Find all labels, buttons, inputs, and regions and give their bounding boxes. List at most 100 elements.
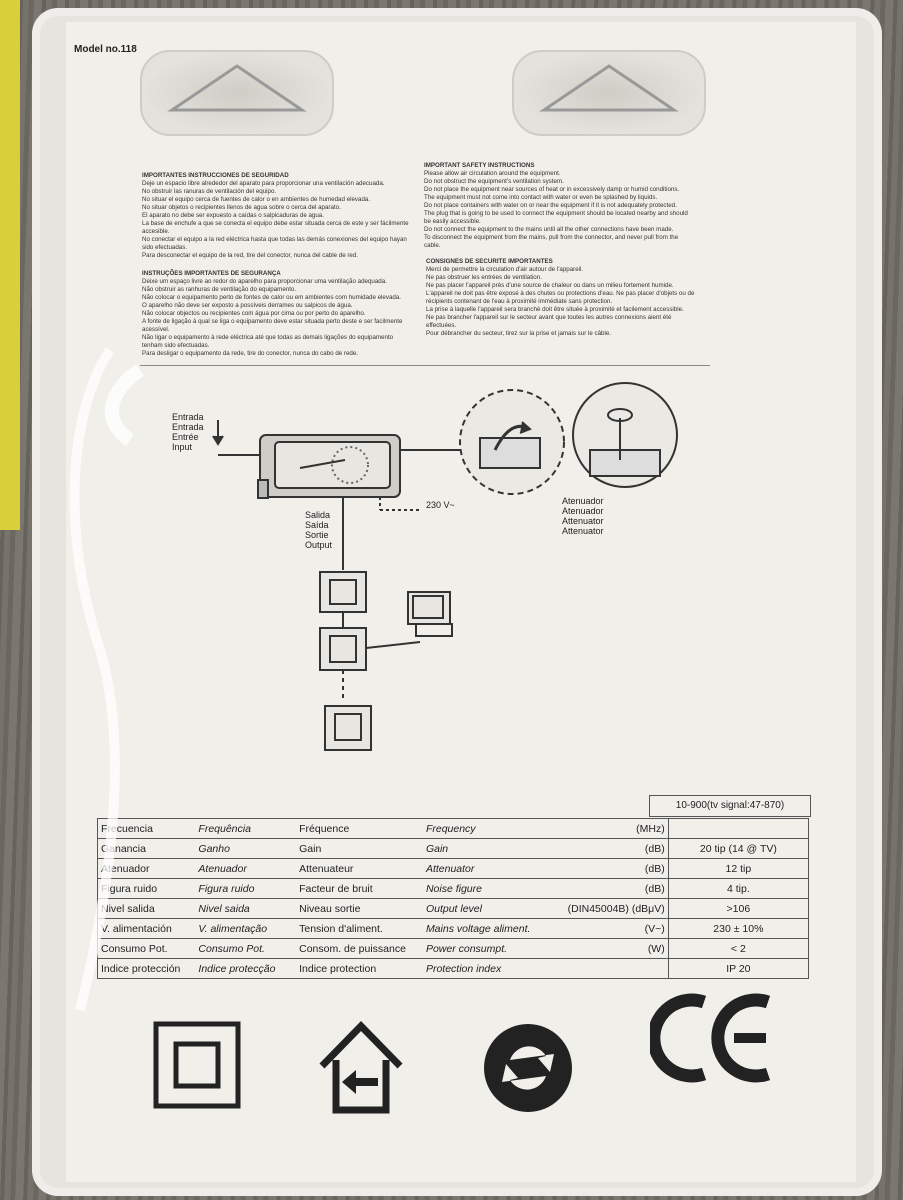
- instructions-pt-line: O aparelho não deve ser exposto a possív…: [142, 302, 353, 309]
- instructions-es-line: No situar objetos o recipientes llenos d…: [142, 204, 341, 211]
- instructions-en: IMPORTANT SAFETY INSTRUCTIONS Please all…: [424, 162, 694, 250]
- packaging-card: [66, 22, 856, 1182]
- spec-cell-fr: Indice protection: [296, 958, 423, 979]
- model-number: Model no.118: [74, 44, 137, 55]
- spec-cell-en: Noise figure: [422, 878, 565, 899]
- spec-cell-fr: Gain: [296, 838, 423, 859]
- input-labels: Entrada Entrada Entrée Input: [172, 412, 204, 452]
- instructions-en-title: IMPORTANT SAFETY INSTRUCTIONS: [424, 162, 535, 169]
- output-label: Output: [305, 540, 333, 550]
- spec-cell-en: Power consumpt.: [422, 938, 565, 959]
- instructions-fr-line: Merci de permettre la circulation d'air …: [426, 266, 584, 273]
- spec-cell-unit: (dB): [564, 878, 669, 899]
- spec-cell-es: Ganancia: [97, 838, 196, 859]
- hang-hole-left: [140, 50, 334, 136]
- installation-diagram: [212, 382, 678, 751]
- spec-cell-fr: Consom. de puissance: [296, 938, 423, 959]
- instructions-en-line: Please allow air circulation around the …: [424, 170, 561, 177]
- instructions-en-line: Do not connect the equipment to the main…: [424, 226, 674, 233]
- spec-cell-value: 20 tip (14 @ TV): [667, 838, 810, 859]
- spec-cell-fr: Tension d'aliment.: [296, 918, 423, 939]
- attenuator-labels: Atenuador Atenuador Attenuator Attenuato…: [562, 496, 604, 536]
- spec-cell-en: Output level: [422, 898, 565, 919]
- spec-cell-es: Nivel salida: [97, 898, 196, 919]
- spec-cell-unit: (dB): [564, 858, 669, 879]
- spec-cell-es: Indice protección: [97, 958, 196, 979]
- spec-cell-en: Attenuator: [422, 858, 565, 879]
- instructions-fr-line: Ne pas obstruer les entrées de ventilati…: [426, 274, 542, 281]
- spec-cell-pt: Consumo Pot.: [195, 938, 297, 959]
- spec-row: Consumo Pot.Consumo Pot.Consom. de puiss…: [97, 938, 810, 959]
- instructions-pt-line: Não colocar o equipamento perto de fonte…: [142, 294, 402, 301]
- attenuator-label: Atenuador: [562, 496, 604, 506]
- indoor-use-icon: [319, 1020, 403, 1114]
- attenuator-label: Atenuador: [562, 506, 604, 516]
- instructions-es: IMPORTANTES INSTRUCCIONES DE SEGURIDAD D…: [142, 172, 412, 260]
- yellow-object-edge: [0, 0, 20, 530]
- instructions-es-line: No conectar el equipo a la red eléctrica…: [142, 236, 407, 251]
- spec-cell-value: < 2: [667, 938, 810, 959]
- output-label: Saída: [305, 520, 329, 530]
- spec-cell-value: [667, 818, 810, 839]
- spec-cell-es: V. alimentación: [97, 918, 196, 939]
- hang-hole-right: [512, 50, 706, 136]
- spec-cell-value: >106: [667, 898, 810, 919]
- input-label: Entrée: [172, 432, 199, 442]
- spec-cell-pt: Frequência: [195, 818, 297, 839]
- output-labels: Salida Saída Sortie Output: [305, 510, 332, 550]
- spec-cell-pt: Nivel saida: [195, 898, 297, 919]
- instructions-pt-line: Não ligar o equipamento à rede eléctrica…: [142, 334, 394, 349]
- instructions-fr-line: La prise à laquelle l'appareil sera bran…: [426, 306, 684, 313]
- instructions-pt: INSTRUÇÕES IMPORTANTES DE SEGURANÇA Deix…: [142, 270, 412, 358]
- instructions-en-line: The equipment must not come into contact…: [424, 194, 658, 201]
- instructions-fr-title: CONSIGNES DE SECURITE IMPORTANTES: [426, 258, 553, 265]
- instructions-fr-line: Ne pas placer l'appareil près d'une sour…: [426, 282, 674, 289]
- spec-cell-unit: (V~): [564, 918, 669, 939]
- spec-cell-unit: (W): [564, 938, 669, 959]
- spec-cell-es: Figura ruido: [97, 878, 196, 899]
- attenuator-label: Attenuator: [562, 516, 604, 526]
- spec-cell-pt: Indice protecção: [195, 958, 297, 979]
- input-label: Entrada: [172, 422, 204, 432]
- instructions-es-line: Para desconectar el equipo de la red, ti…: [142, 252, 359, 259]
- spec-cell-pt: Atenuador: [195, 858, 297, 879]
- divider-line: [140, 365, 710, 366]
- instructions-es-line: La base de enchufe a que se conecta el e…: [142, 220, 409, 235]
- input-label: Entrada: [172, 412, 204, 422]
- spec-cell-es: Consumo Pot.: [97, 938, 196, 959]
- instructions-en-line: Do not place containers with water on or…: [424, 202, 677, 209]
- spec-cell-fr: Attenuateur: [296, 858, 423, 879]
- attenuator-label: Attenuator: [562, 526, 604, 536]
- instructions-fr-line: Ne pas brancher l'appareil sur le secteu…: [426, 314, 672, 329]
- instructions-pt-line: Deixe um espaço livre ao redor do aparel…: [142, 278, 387, 285]
- spec-cell-unit: (MHz): [564, 818, 669, 839]
- spec-cell-pt: Ganho: [195, 838, 297, 859]
- spec-cell-unit: (dB): [564, 838, 669, 859]
- voltage-label: 230 V~: [426, 500, 455, 510]
- spec-cell-en: Frequency: [422, 818, 565, 839]
- spec-cell-es: Atenuador: [97, 858, 196, 879]
- output-label: Salida: [305, 510, 331, 520]
- spec-cell-value: 12 tip: [667, 858, 810, 879]
- instructions-fr-line: Pour débrancher du secteur, tirez sur la…: [426, 330, 612, 337]
- instructions-en-line: Do not obstruct the equipment's ventilat…: [424, 178, 564, 185]
- instructions-en-line: Do not place the equipment near sources …: [424, 186, 680, 193]
- double-insulation-icon: [153, 1021, 241, 1109]
- instructions-es-title: IMPORTANTES INSTRUCCIONES DE SEGURIDAD: [142, 172, 289, 179]
- instructions-pt-line: Não obstruir as ranhuras de ventilação d…: [142, 286, 297, 293]
- instructions-pt-line: A fonte de ligação à qual se liga o equi…: [142, 318, 403, 333]
- spec-cell-unit: (DIN45004B) (dBμV): [564, 898, 669, 919]
- instructions-en-line: The plug that is going to be used to con…: [424, 210, 688, 225]
- instructions-pt-title: INSTRUÇÕES IMPORTANTES DE SEGURANÇA: [142, 270, 281, 277]
- spec-cell-fr: Facteur de bruit: [296, 878, 423, 899]
- spec-cell-fr: Niveau sortie: [296, 898, 423, 919]
- green-dot-recycling-icon: [484, 1024, 572, 1112]
- instructions-fr-line: L'appareil ne doit pas être exposé à des…: [426, 290, 695, 305]
- spec-cell-en: Mains voltage aliment.: [422, 918, 565, 939]
